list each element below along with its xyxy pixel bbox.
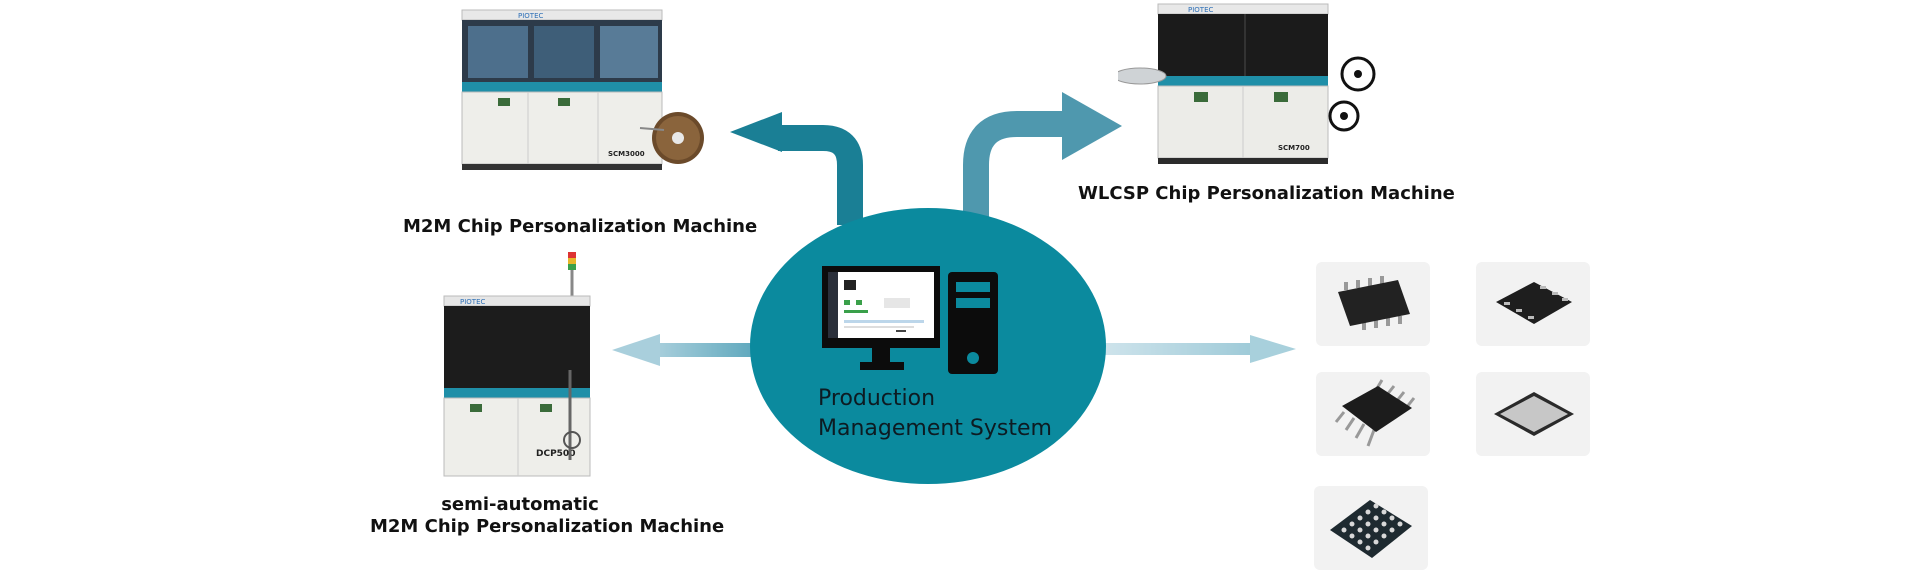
arrow-to-wlcsp — [963, 92, 1122, 225]
sop-chip-icon — [1334, 379, 1416, 447]
arrow-to-semi — [612, 334, 755, 366]
m2m-model: SCM3000 — [608, 150, 645, 158]
dfn-chip-icon — [1496, 282, 1572, 324]
m2m-caption: M2M Chip Personalization Machine — [403, 216, 758, 237]
sop-chip-tile — [1316, 372, 1430, 456]
qfn-chip-tile — [1476, 372, 1590, 456]
wlcsp-model: SCM700 — [1278, 144, 1310, 152]
semi-caption: semi-automatic M2M Chip Personalization … — [370, 494, 725, 538]
bga-chip-icon — [1330, 500, 1412, 558]
computer-icon — [822, 266, 998, 374]
soic-wide-chip-tile — [1316, 262, 1430, 346]
arrow-to-m2m — [730, 112, 863, 225]
qfn-chip-icon — [1494, 392, 1574, 436]
wlcsp-caption: WLCSP Chip Personalization Machine — [1078, 183, 1455, 204]
wlcsp-machine-image: PIOTEC SCM700 — [1118, 3, 1376, 164]
m2m-brand: PIOTEC — [518, 12, 543, 20]
pms-label-line2: Management System — [818, 416, 1052, 441]
semi-machine-image: PIOTEC DCP500 — [443, 252, 591, 477]
semi-caption-line1: semi-automatic — [441, 494, 599, 515]
bga-chip-tile — [1314, 486, 1428, 570]
semi-model: DCP500 — [536, 449, 575, 459]
m2m-machine-image: PIOTEC SCM3000 — [461, 9, 704, 170]
wlcsp-brand: PIOTEC — [1188, 6, 1213, 14]
semi-brand: PIOTEC — [460, 298, 485, 306]
semi-caption-line2: M2M Chip Personalization Machine — [370, 516, 725, 537]
soic-wide-chip-icon — [1338, 276, 1410, 330]
arrow-to-chips — [1100, 335, 1296, 363]
pms-label: Production Management System — [818, 384, 1078, 444]
pms-label-line1: Production — [818, 386, 936, 411]
dfn-chip-tile — [1476, 262, 1590, 346]
